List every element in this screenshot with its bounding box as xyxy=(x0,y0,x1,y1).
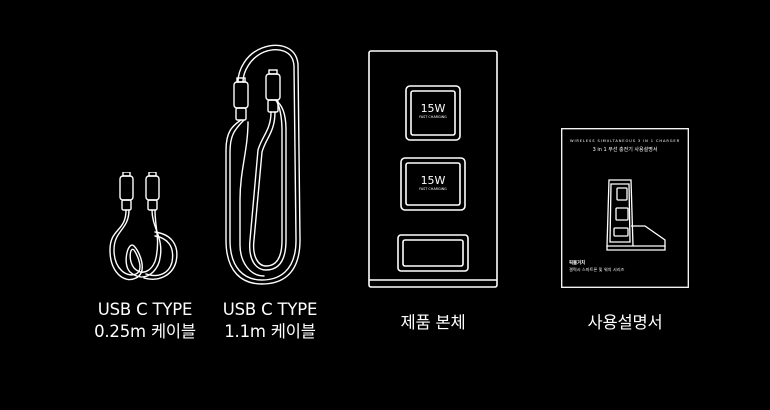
top-pad-label: 15W FAST CHARGING xyxy=(411,103,455,119)
manual-footer-1: 픽볼거치 xyxy=(569,261,586,266)
middle-pad-label: 15W FAST CHARGING xyxy=(406,175,460,191)
charger-body-outline xyxy=(368,50,498,288)
manual-header-ko: 3 in 1 무선 충전기 사용설명서 xyxy=(592,147,658,153)
short-cable-caption: USB C TYPE 0.25m 케이블 xyxy=(70,299,220,343)
charger-body-caption: 제품 본체 xyxy=(358,312,508,334)
top-pad-watt: 15W xyxy=(420,102,446,115)
manual-header-en: WIRELESS SIMULTANEOUS 3 IN 1 CHARGER xyxy=(569,139,681,143)
manual-footer-2: 갤럭시 스마트폰 및 워치 시리즈 xyxy=(569,267,625,272)
charger-body-illustration: 15W FAST CHARGING 15W FAST CHARGING xyxy=(368,50,498,288)
top-pad-subtitle: FAST CHARGING xyxy=(419,115,447,119)
manual-illustration: WIRELESS SIMULTANEOUS 3 IN 1 CHARGER 3 i… xyxy=(561,128,689,288)
long-cable-illustration xyxy=(225,44,301,285)
short-cable-illustration xyxy=(109,172,178,281)
long-cable-caption-line1: USB C TYPE xyxy=(222,300,318,319)
manual-cover-outline xyxy=(561,128,689,288)
manual-caption-line1: 사용설명서 xyxy=(587,313,663,332)
short-cable-caption-line1: USB C TYPE xyxy=(97,300,193,319)
long-cable-caption: USB C TYPE 1.1m 케이블 xyxy=(195,299,345,343)
manual-caption: 사용설명서 xyxy=(550,312,700,334)
middle-pad-watt: 15W xyxy=(420,174,446,187)
long-cable-caption-line2: 1.1m 케이블 xyxy=(224,322,316,341)
middle-pad-subtitle: FAST CHARGING xyxy=(419,187,447,191)
short-cable-caption-line2: 0.25m 케이블 xyxy=(94,322,196,341)
charger-body-caption-line1: 제품 본체 xyxy=(400,313,466,332)
